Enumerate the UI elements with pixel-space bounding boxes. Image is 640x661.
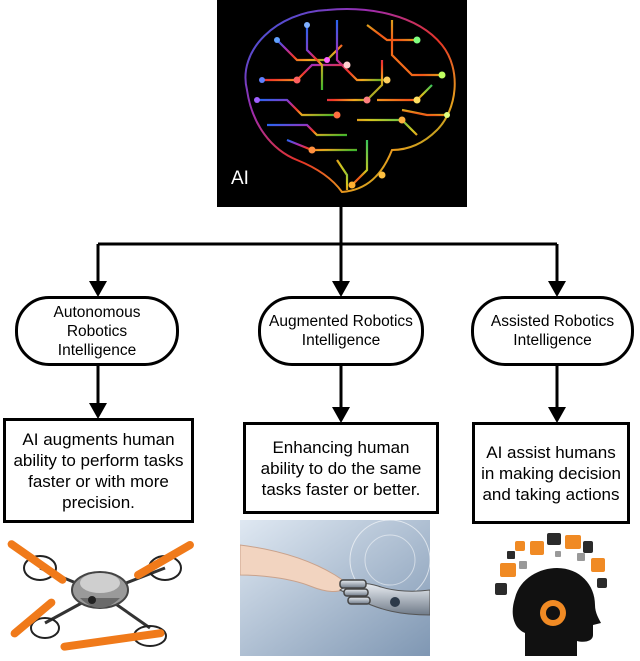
head-with-icons-icon bbox=[495, 533, 607, 656]
category-label: Augmented Robotics Intelligence bbox=[269, 313, 413, 349]
handshake-image bbox=[240, 520, 430, 656]
drone-icon bbox=[7, 540, 194, 651]
drone-image bbox=[0, 528, 200, 656]
arrow-down-icon bbox=[89, 281, 107, 297]
category-label: Assisted Robotics Intelligence bbox=[490, 313, 615, 349]
arrow-down-icon bbox=[89, 403, 107, 419]
arrow-down-icon bbox=[332, 407, 350, 423]
ai-label: AI bbox=[231, 168, 249, 189]
head-with-icons-image bbox=[495, 533, 610, 656]
category-autonomous: Autonomous Robotics Intelligence bbox=[15, 296, 179, 366]
arrow-down-icon bbox=[548, 407, 566, 423]
category-augmented: Augmented Robotics Intelligence bbox=[258, 296, 424, 366]
category-label: Autonomous Robotics Intelligence bbox=[53, 303, 141, 359]
description-text: Enhancing human ability to do the same t… bbox=[260, 437, 422, 499]
category-assisted: Assisted Robotics Intelligence bbox=[471, 296, 634, 366]
circuit-brain-icon bbox=[244, 8, 456, 194]
description-text: AI augments human ability to perform tas… bbox=[13, 429, 184, 512]
arrow-down-icon bbox=[332, 281, 350, 297]
description-autonomous: AI augments human ability to perform tas… bbox=[3, 418, 194, 523]
arrow-down-icon bbox=[548, 281, 566, 297]
description-text: AI assist humans in making decision and … bbox=[481, 442, 621, 504]
robot-human-handshake-icon bbox=[240, 520, 430, 656]
description-assisted: AI assist humans in making decision and … bbox=[472, 422, 630, 524]
description-augmented: Enhancing human ability to do the same t… bbox=[243, 422, 439, 514]
ai-brain-image: AI bbox=[217, 0, 467, 207]
